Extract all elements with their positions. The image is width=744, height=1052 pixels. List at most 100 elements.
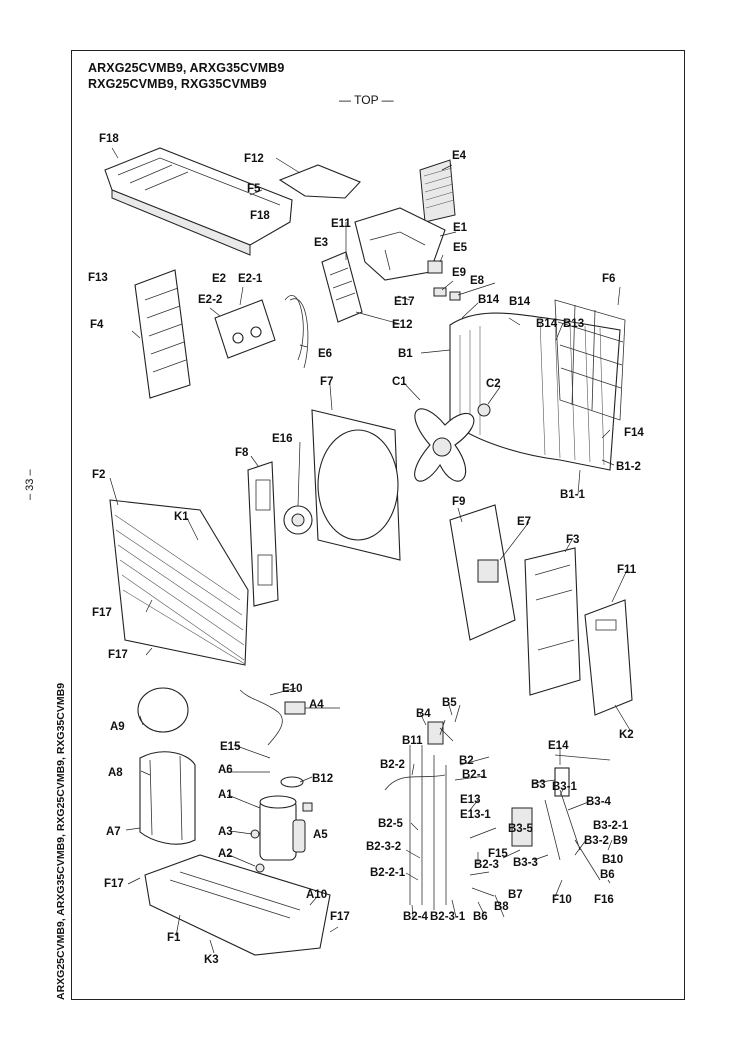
part-c2-nut — [477, 403, 491, 417]
callout-label: A6 — [218, 764, 233, 776]
callout-label: F5 — [247, 183, 261, 195]
part-e3-pcb — [321, 251, 363, 323]
callout-label: B3-3 — [513, 857, 538, 869]
callout-label: E7 — [517, 516, 531, 528]
callout-label: A1 — [218, 789, 233, 801]
callout-label: E3 — [314, 237, 328, 249]
callout-label: E4 — [452, 150, 467, 162]
part-b1-heat-exchanger — [449, 312, 621, 471]
part-a1-compressor — [259, 795, 306, 861]
callout-label: B3-2-1 — [593, 820, 629, 832]
callout-label: F18 — [99, 133, 119, 145]
callout-label: B1 — [398, 348, 413, 360]
callout-label: F2 — [92, 469, 105, 481]
part-b12 — [280, 776, 304, 788]
callout-label: F11 — [617, 564, 637, 576]
callout-label: E2 — [212, 273, 226, 285]
part-f5-top-panel — [104, 147, 293, 256]
callout-label: E10 — [282, 683, 302, 695]
callout-label: B1-2 — [616, 461, 641, 473]
callout-label: E6 — [318, 348, 332, 360]
callout-label: B2 — [459, 755, 474, 767]
callout-label: F10 — [552, 894, 572, 906]
callout-label: E14 — [548, 740, 569, 752]
callout-label: E12 — [392, 319, 412, 331]
callout-label: B6 — [600, 869, 615, 881]
callout-label: F17 — [92, 607, 112, 619]
callout-label: F3 — [566, 534, 579, 546]
callout-label: B2-4 — [403, 911, 429, 923]
part-f7-fan-shroud — [311, 409, 401, 561]
part-e9 — [433, 287, 447, 297]
callout-label: F17 — [104, 878, 124, 890]
callout-label: B12 — [312, 773, 333, 785]
callout-label: B3-5 — [508, 823, 534, 835]
callout-label: B7 — [508, 889, 523, 901]
callout-label: B2-3-1 — [430, 911, 466, 923]
part-f9-partition — [449, 504, 516, 641]
part-f1-base-plate — [144, 854, 331, 956]
part-e6-wiring — [284, 295, 309, 369]
callout-label: A4 — [309, 699, 324, 711]
part-e2-board — [214, 299, 276, 359]
callout-label: B4 — [416, 708, 431, 720]
callout-label: F17 — [330, 911, 350, 923]
part-f3-side-panel — [524, 547, 581, 696]
part-f8-bracket — [247, 461, 279, 607]
part-f2-front-grille — [109, 499, 249, 666]
callout-label: B3-4 — [586, 796, 612, 808]
callout-label: E17 — [394, 296, 414, 308]
callout-label: B10 — [602, 854, 623, 866]
callout-label: F1 — [167, 932, 181, 944]
callout-label: E2-1 — [238, 273, 263, 285]
callout-label: E8 — [470, 275, 485, 287]
callout-label: A9 — [110, 721, 125, 733]
callout-label: F7 — [320, 376, 333, 388]
callout-label: B11 — [402, 735, 423, 747]
callout-label: F18 — [250, 210, 270, 222]
part-a3 — [250, 829, 260, 839]
callout-label: F15 — [488, 848, 508, 860]
callout-label: K2 — [619, 729, 634, 741]
part-f11-valve-cover — [584, 599, 633, 716]
callout-label: B3 — [531, 779, 546, 791]
callout-label: K1 — [174, 511, 189, 523]
callout-label: B2-1 — [462, 769, 488, 781]
part-a8-a7-sound-blanket — [139, 751, 196, 845]
callout-label: A3 — [218, 826, 233, 838]
callout-label: F9 — [452, 496, 465, 508]
callout-label: E16 — [272, 433, 292, 445]
part-e5 — [427, 260, 443, 274]
callout-label: E11 — [331, 218, 351, 230]
model-line-1: ARXG25CVMB9, ARXG35CVMB9 — [88, 61, 285, 75]
callout-label: B2-2 — [380, 759, 405, 771]
callout-label: B2-5 — [378, 818, 404, 830]
view-label: — TOP — — [339, 93, 394, 107]
part-e10-wiring — [239, 689, 283, 746]
callout-label: A10 — [306, 889, 327, 901]
callout-label: E5 — [453, 242, 468, 254]
callout-label: F12 — [244, 153, 264, 165]
part-a5 — [302, 802, 313, 812]
callout-label: E9 — [452, 267, 466, 279]
callout-label: K3 — [204, 954, 219, 966]
callout-label: F13 — [88, 272, 108, 284]
part-b2-piping — [384, 704, 461, 910]
part-a9-top-cover — [137, 687, 189, 733]
part-c1-propeller-fan — [414, 408, 475, 482]
callout-label: B3-1 — [552, 781, 578, 793]
callout-label: E1 — [453, 222, 468, 234]
callout-label: B14 — [509, 296, 531, 308]
model-line-2: RXG25CVMB9, RXG35CVMB9 — [88, 77, 267, 91]
part-e8 — [449, 291, 461, 301]
callout-label: B5 — [442, 697, 457, 709]
callout-label: A5 — [313, 829, 328, 841]
drawing-frame — [71, 50, 685, 1000]
callout-label: B9 — [613, 835, 628, 847]
part-f12-cover — [278, 164, 361, 199]
callout-label: A8 — [108, 767, 123, 779]
callout-label: F16 — [594, 894, 614, 906]
callout-label: C2 — [486, 378, 501, 390]
